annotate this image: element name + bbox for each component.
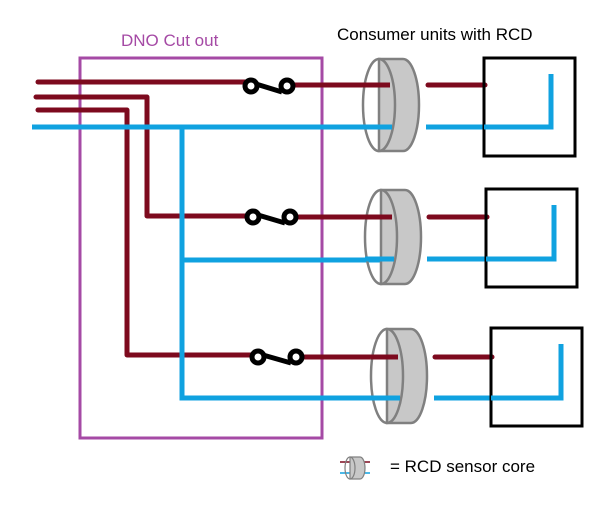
dno-cutout-box bbox=[78, 56, 324, 440]
consumer-unit bbox=[484, 187, 579, 289]
neutral-wire-3-cu bbox=[434, 344, 564, 401]
legend-label: = RCD sensor core bbox=[390, 457, 536, 476]
rcd-sensor-core-icon bbox=[361, 57, 421, 153]
consumer-units-label: Consumer units with RCD bbox=[337, 25, 533, 44]
neutral-wire-1-cu bbox=[426, 74, 554, 130]
rcd-sensor-core-icon bbox=[363, 188, 423, 286]
consumer-unit bbox=[482, 56, 577, 158]
consumer-unit bbox=[489, 326, 584, 428]
neutral-bus bbox=[179, 127, 396, 401]
phase-wire-2 bbox=[33, 94, 250, 219]
rcd-sensor-core-icon bbox=[369, 327, 429, 425]
switch-icon bbox=[242, 77, 296, 95]
switch-icon bbox=[244, 208, 299, 226]
phase-wire-3 bbox=[35, 107, 255, 358]
neutral-wire-2-cu bbox=[427, 205, 557, 262]
dno-cutout-label: DNO Cut out bbox=[121, 31, 219, 50]
rcd-sensor-core-icon bbox=[340, 456, 370, 480]
switch-icon bbox=[249, 348, 305, 366]
